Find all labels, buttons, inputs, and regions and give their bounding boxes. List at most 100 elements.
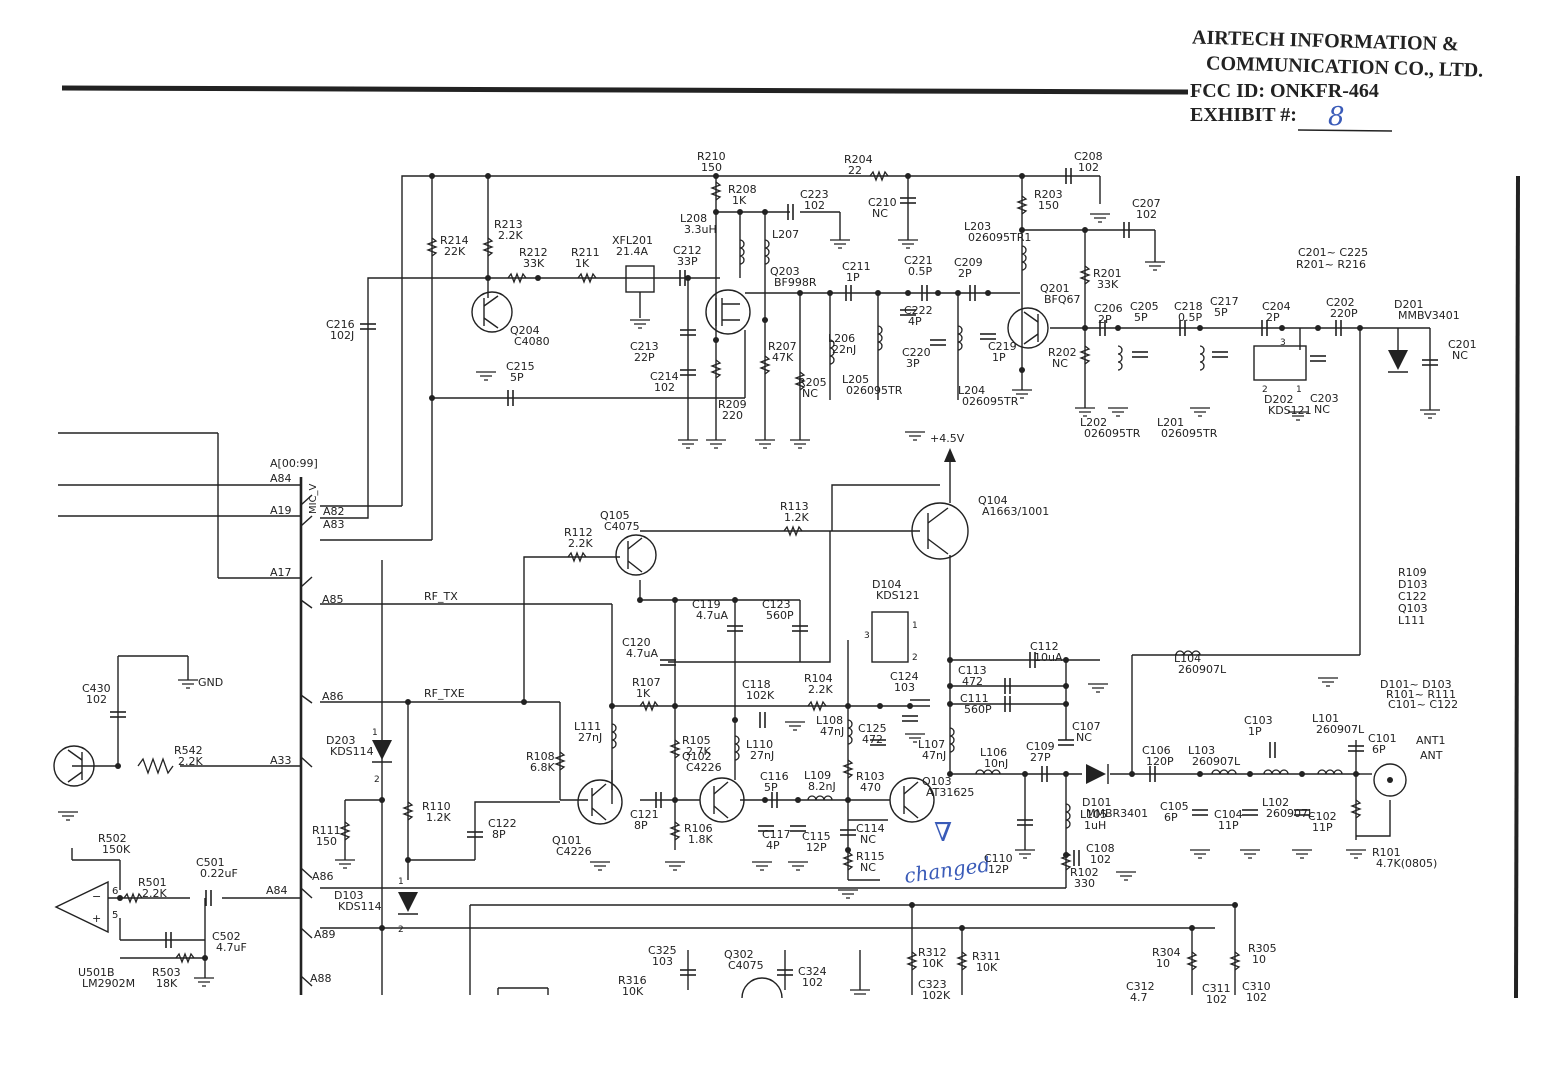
ref-c120: C120 [622,636,651,649]
ref-c121: C121 [630,808,659,821]
transistor-q102 [699,777,745,823]
value-c214: 102 [654,381,675,394]
ref-c119: C119 [692,598,721,611]
value-c213: 22P [634,351,655,364]
ref-r202: R202 [1048,346,1077,359]
value-c218: 0.5P [1178,311,1202,324]
value-d201: MMBV3401 [1398,309,1460,322]
ref-c206: C206 [1094,302,1123,315]
ref-r542: R542 [174,744,203,757]
value-r305: 10 [1252,953,1266,966]
value-c206: 2P [1098,313,1112,326]
ref-c312: C312 [1126,980,1155,993]
value-q101: C4226 [556,845,592,858]
ref-c214: C214 [650,370,679,383]
value-d202: KDS121 [1268,404,1312,417]
ref-c310: C310 [1242,980,1271,993]
value-r203: 150 [1038,199,1059,212]
value-c212: 33P [677,255,698,268]
value-c207: 102 [1136,208,1157,221]
svg-text:−: − [92,890,101,903]
ref-q103: Q103 [922,775,952,788]
transistor-q204 [471,291,513,333]
value-c221: 0.5P [908,265,932,278]
ref-r209: R209 [718,398,747,411]
ref-c102: C102 [1308,810,1337,823]
bus-taps [300,494,313,987]
value-r105: 2.7K [686,745,711,758]
value-c310: 102 [1246,991,1267,1004]
value-r201: 33K [1097,278,1119,291]
ref-c430: C430 [82,682,111,695]
ref-d201: D201 [1394,298,1423,311]
ref-q302: Q302 [724,948,754,961]
nc-list-item: R109 [1398,566,1427,579]
ref-r115: R115 [856,850,885,863]
port-a86b: A86 [312,870,334,883]
value-c102: 11P [1312,821,1333,834]
value-r210: 150 [701,161,722,174]
ref-c215: C215 [506,360,535,373]
antenna-connector [1373,763,1407,797]
ref-r501: R501 [138,876,167,889]
ref-q204: Q204 [510,324,540,337]
value-c111: 560P [964,703,992,716]
ref-c210: C210 [868,196,897,209]
value-l201: 026095TR [1161,427,1218,440]
ref-c113: C113 [958,664,987,677]
svg-text:1: 1 [1296,385,1302,395]
ref-c218: C218 [1174,300,1203,313]
value-r542: 2.2K [178,755,203,768]
value-c119: 4.7uA [696,609,728,622]
ref-c106: C106 [1142,744,1171,757]
junction-dots [115,173,1363,961]
value-c113: 472 [962,675,983,688]
value-c312: 4.7 [1130,991,1148,1004]
value-l104: 260907L [1178,663,1227,676]
value-l103: 260907L [1192,755,1241,768]
value-c311: 102 [1206,993,1227,1006]
value-r113: 1.2K [784,511,809,524]
ref-c501: C501 [196,856,225,869]
bus-label: A[00:99] [270,457,318,470]
value-l203: 026095TR1 [968,231,1031,244]
value-c216: 102J [330,329,354,342]
mic-label: MIC_V [308,483,319,514]
ref-c202: C202 [1326,296,1355,309]
value-r316: 10K [622,985,644,998]
value-q104: A1663/1001 [982,505,1049,518]
port-a84b: A84 [266,884,288,897]
ref-c324: C324 [798,965,827,978]
value-c211: 1P [846,271,860,284]
value-q302: C4075 [728,959,764,972]
net-gnd: GND [198,676,223,689]
resistor-symbols [123,170,1362,971]
value-c323: 102K [922,989,951,1002]
value-l205: 026095TR [846,384,903,397]
value-c106: 120P [1146,755,1174,768]
ref-r112: R112 [564,526,593,539]
ref-r214: R214 [440,234,469,247]
ref-r503: R503 [152,966,181,979]
ref-c222: C222 [904,304,933,317]
ref-r204: R204 [844,153,873,166]
value-r204: 22 [848,164,862,177]
svg-text:1: 1 [398,877,404,887]
ref-r105: R105 [682,734,711,747]
value-c117: 4P [766,839,780,852]
port-ant1: ANT1 [1416,734,1445,747]
ref-c105: C105 [1160,800,1189,813]
port-a89: A89 [314,928,336,941]
value-c502: 4.7uF [216,941,247,954]
value-c430: 102 [86,693,107,706]
value-c115: 12P [806,841,827,854]
ref-c114: C114 [856,822,885,835]
value-r101: 4.7K(0805) [1376,857,1437,870]
value-l101: 260907L [1316,723,1365,736]
value-c205: 5P [1134,311,1148,324]
value-l107: 47nJ [922,749,946,762]
ref-r102: R102 [1070,866,1099,879]
ref-q102: Q102 [682,750,712,763]
